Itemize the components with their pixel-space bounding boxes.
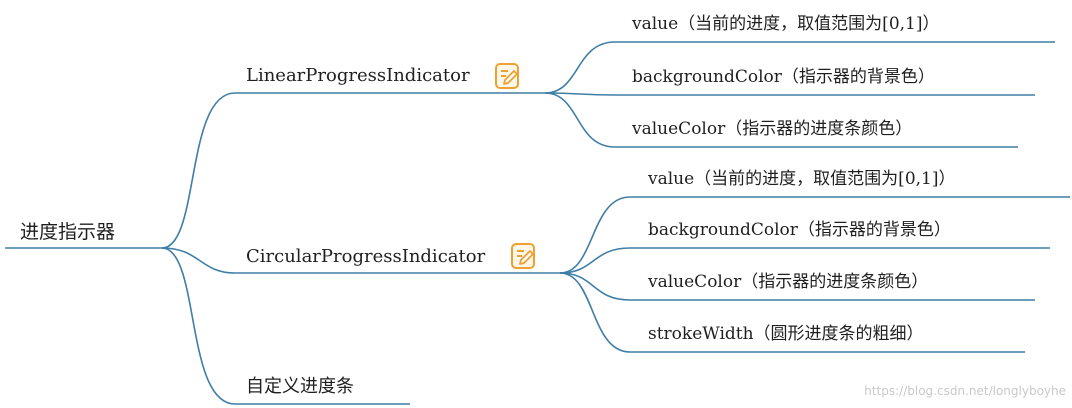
- edge-root-circular: [161, 247, 236, 274]
- watermark: https://blog.csdn.net/longlyboyhe: [864, 384, 1066, 398]
- leaf-label: value（当前的进度，取值范围为[0,1]）: [647, 169, 956, 189]
- branch-circular-progress-indicator[interactable]: CircularProgressIndicator: [235, 243, 560, 274]
- leaf-label: strokeWidth（圆形进度条的粗细）: [648, 324, 924, 344]
- branch-custom-progress[interactable]: 自定义进度条: [235, 376, 410, 405]
- edge-circular-leaf-2: [559, 247, 631, 274]
- leaf-node[interactable]: backgroundColor（指示器的背景色）: [615, 67, 1035, 96]
- leaf-label: value（当前的进度，取值范围为[0,1]）: [631, 14, 940, 34]
- edge-root-linear: [161, 92, 236, 249]
- leaf-node[interactable]: strokeWidth（圆形进度条的粗细）: [630, 324, 1025, 353]
- edge-circular-leaf-3: [559, 272, 631, 301]
- leaf-label: backgroundColor（指示器的背景色）: [648, 220, 951, 240]
- branch-linear-progress-indicator[interactable]: LinearProgressIndicator: [235, 63, 545, 94]
- leaf-node[interactable]: valueColor（指示器的进度条颜色）: [630, 272, 1035, 301]
- edit-note-icon[interactable]: [511, 243, 535, 269]
- leaf-label: backgroundColor（指示器的背景色）: [632, 67, 935, 87]
- edge-circular-leaf-4: [559, 272, 631, 353]
- leaf-label: valueColor（指示器的进度条颜色）: [631, 119, 912, 139]
- leaf-node[interactable]: value（当前的进度，取值范围为[0,1]）: [630, 169, 1070, 198]
- leaf-label: valueColor（指示器的进度条颜色）: [647, 272, 928, 292]
- leaf-node[interactable]: backgroundColor（指示器的背景色）: [630, 220, 1050, 249]
- branch-label: 自定义进度条: [246, 376, 354, 397]
- edge-root-custom: [161, 247, 236, 405]
- edge-linear-leaf-2: [544, 92, 616, 96]
- leaf-node[interactable]: valueColor（指示器的进度条颜色）: [615, 119, 1018, 148]
- root-node[interactable]: 进度指示器: [5, 221, 162, 249]
- edge-circular-leaf-1: [559, 196, 631, 274]
- leaf-node[interactable]: value（当前的进度，取值范围为[0,1]）: [615, 14, 1055, 43]
- branch-label: CircularProgressIndicator: [246, 246, 486, 267]
- edit-note-icon[interactable]: [495, 63, 519, 89]
- root-label: 进度指示器: [20, 221, 115, 243]
- edge-linear-leaf-3: [544, 92, 616, 148]
- branch-label: LinearProgressIndicator: [246, 65, 470, 86]
- edge-linear-leaf-1: [544, 41, 616, 94]
